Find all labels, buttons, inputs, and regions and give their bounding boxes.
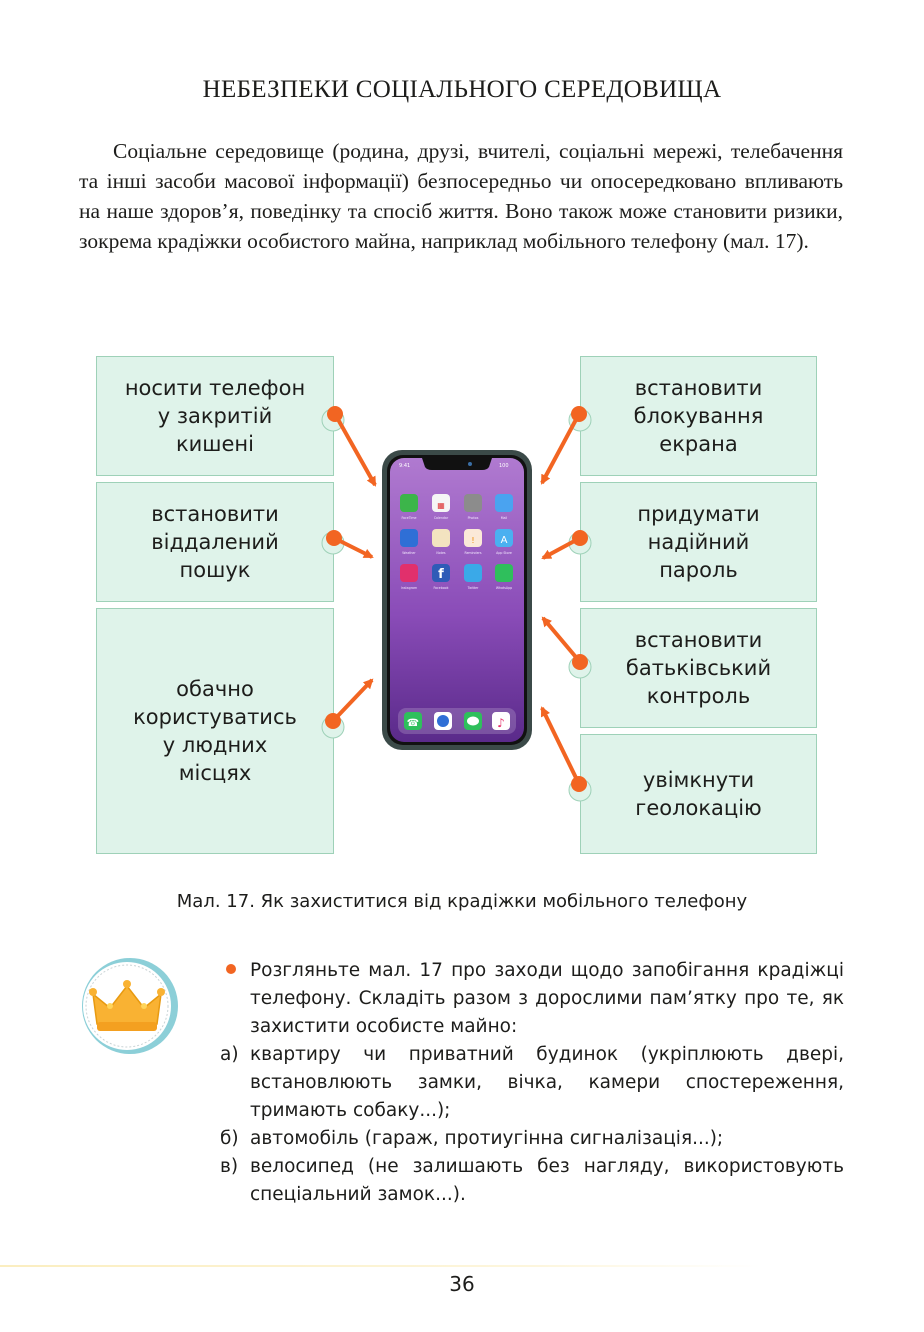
arrow-right-3 bbox=[541, 616, 592, 679]
svg-text:A: A bbox=[501, 535, 508, 546]
svg-text:Twitter: Twitter bbox=[467, 586, 479, 590]
svg-text:Instagram: Instagram bbox=[401, 586, 417, 590]
arrow-left-2 bbox=[321, 530, 374, 559]
arrow-right-1 bbox=[540, 406, 592, 485]
tip-box-strong-password: придумати надійний пароль bbox=[580, 482, 817, 602]
tip-box-crowded-places: обачно користуватись у людних місцях bbox=[96, 608, 334, 854]
item-text: велосипед (не залишають без нагляду, вик… bbox=[250, 1156, 844, 1205]
item-marker: б) bbox=[220, 1128, 239, 1149]
task-item: а) квартиру чи приватний будинок (укріпл… bbox=[220, 1041, 844, 1125]
tip-text: обачно користуватись у людних місцях bbox=[133, 677, 297, 785]
svg-text:!: ! bbox=[471, 536, 474, 545]
svg-text:9:41: 9:41 bbox=[399, 463, 410, 469]
tip-text: придумати надійний пароль bbox=[637, 502, 760, 582]
tip-box-screen-lock: встановити блокування екрана bbox=[580, 356, 817, 476]
svg-text:☎: ☎ bbox=[407, 718, 419, 729]
svg-text:App Store: App Store bbox=[496, 551, 512, 555]
arrow-left-1 bbox=[321, 406, 377, 487]
page-title: НЕБЕЗПЕКИ СОЦІАЛЬНОГО СЕРЕДОВИЩА bbox=[202, 76, 722, 103]
diagram-arrows bbox=[321, 406, 592, 802]
tip-text: носити телефон у закритій кишені bbox=[124, 376, 306, 456]
svg-text:100: 100 bbox=[499, 463, 509, 469]
task-bullet: Розгляньте мал. 17 про заходи щодо запоб… bbox=[226, 957, 844, 1041]
arrow-right-2 bbox=[541, 530, 592, 560]
page-number: 36 bbox=[449, 1272, 475, 1296]
item-marker: в) bbox=[220, 1156, 239, 1177]
smartphone-illustration: 9:41 100 FaceTime Calendar Photos Mail W… bbox=[382, 450, 532, 750]
intro-paragraph: Соціальне середовище (родина, друзі, вчи… bbox=[79, 139, 843, 253]
tip-text: встановити батьківський контроль bbox=[625, 628, 772, 708]
crown-icon bbox=[82, 958, 178, 1054]
arrow-left-3 bbox=[321, 678, 374, 739]
item-marker: а) bbox=[220, 1044, 239, 1065]
arrow-right-4 bbox=[540, 706, 592, 802]
figure-caption: Мал. 17. Як захиститися від крадіжки моб… bbox=[176, 891, 748, 912]
footer-divider bbox=[0, 1265, 760, 1267]
svg-text:Calendar: Calendar bbox=[434, 516, 449, 520]
tip-box-geolocation: увімкнути геолокацію bbox=[580, 734, 817, 854]
tip-box-parental-control: встановити батьківський контроль bbox=[580, 608, 817, 728]
svg-text:Reminders: Reminders bbox=[465, 551, 482, 555]
task-list: Розгляньте мал. 17 про заходи щодо запоб… bbox=[220, 957, 844, 1209]
svg-text:Weather: Weather bbox=[402, 551, 416, 555]
svg-text:WhatsApp: WhatsApp bbox=[496, 586, 512, 590]
tip-box-remote-search: встановити віддалений пошук bbox=[96, 482, 334, 602]
svg-text:Mail: Mail bbox=[501, 516, 508, 520]
task-item: в) велосипед (не залишають без нагляду, … bbox=[220, 1153, 844, 1209]
svg-text:Notes: Notes bbox=[436, 551, 446, 555]
svg-text:f: f bbox=[438, 567, 444, 582]
svg-text:♪: ♪ bbox=[497, 716, 505, 730]
task-item: б) автомобіль (гараж, протиугінна сигнал… bbox=[220, 1125, 844, 1153]
bullet-icon bbox=[226, 964, 236, 974]
svg-text:Photos: Photos bbox=[468, 516, 479, 520]
tip-text: встановити блокування екрана bbox=[633, 376, 764, 456]
svg-text:Facebook: Facebook bbox=[434, 586, 449, 590]
svg-text:FaceTime: FaceTime bbox=[401, 516, 416, 520]
task-text: Розгляньте мал. 17 про заходи щодо запоб… bbox=[250, 960, 844, 1037]
item-text: квартиру чи приватний будинок (укріплюют… bbox=[250, 1044, 844, 1121]
tip-box-closed-pocket: носити телефон у закритій кишені bbox=[96, 356, 334, 476]
tip-text: встановити віддалений пошук bbox=[151, 502, 279, 582]
tip-text: увімкнути геолокацію bbox=[635, 768, 762, 820]
svg-text:▦: ▦ bbox=[437, 501, 445, 510]
item-text: автомобіль (гараж, протиугінна сигналіза… bbox=[250, 1128, 724, 1149]
